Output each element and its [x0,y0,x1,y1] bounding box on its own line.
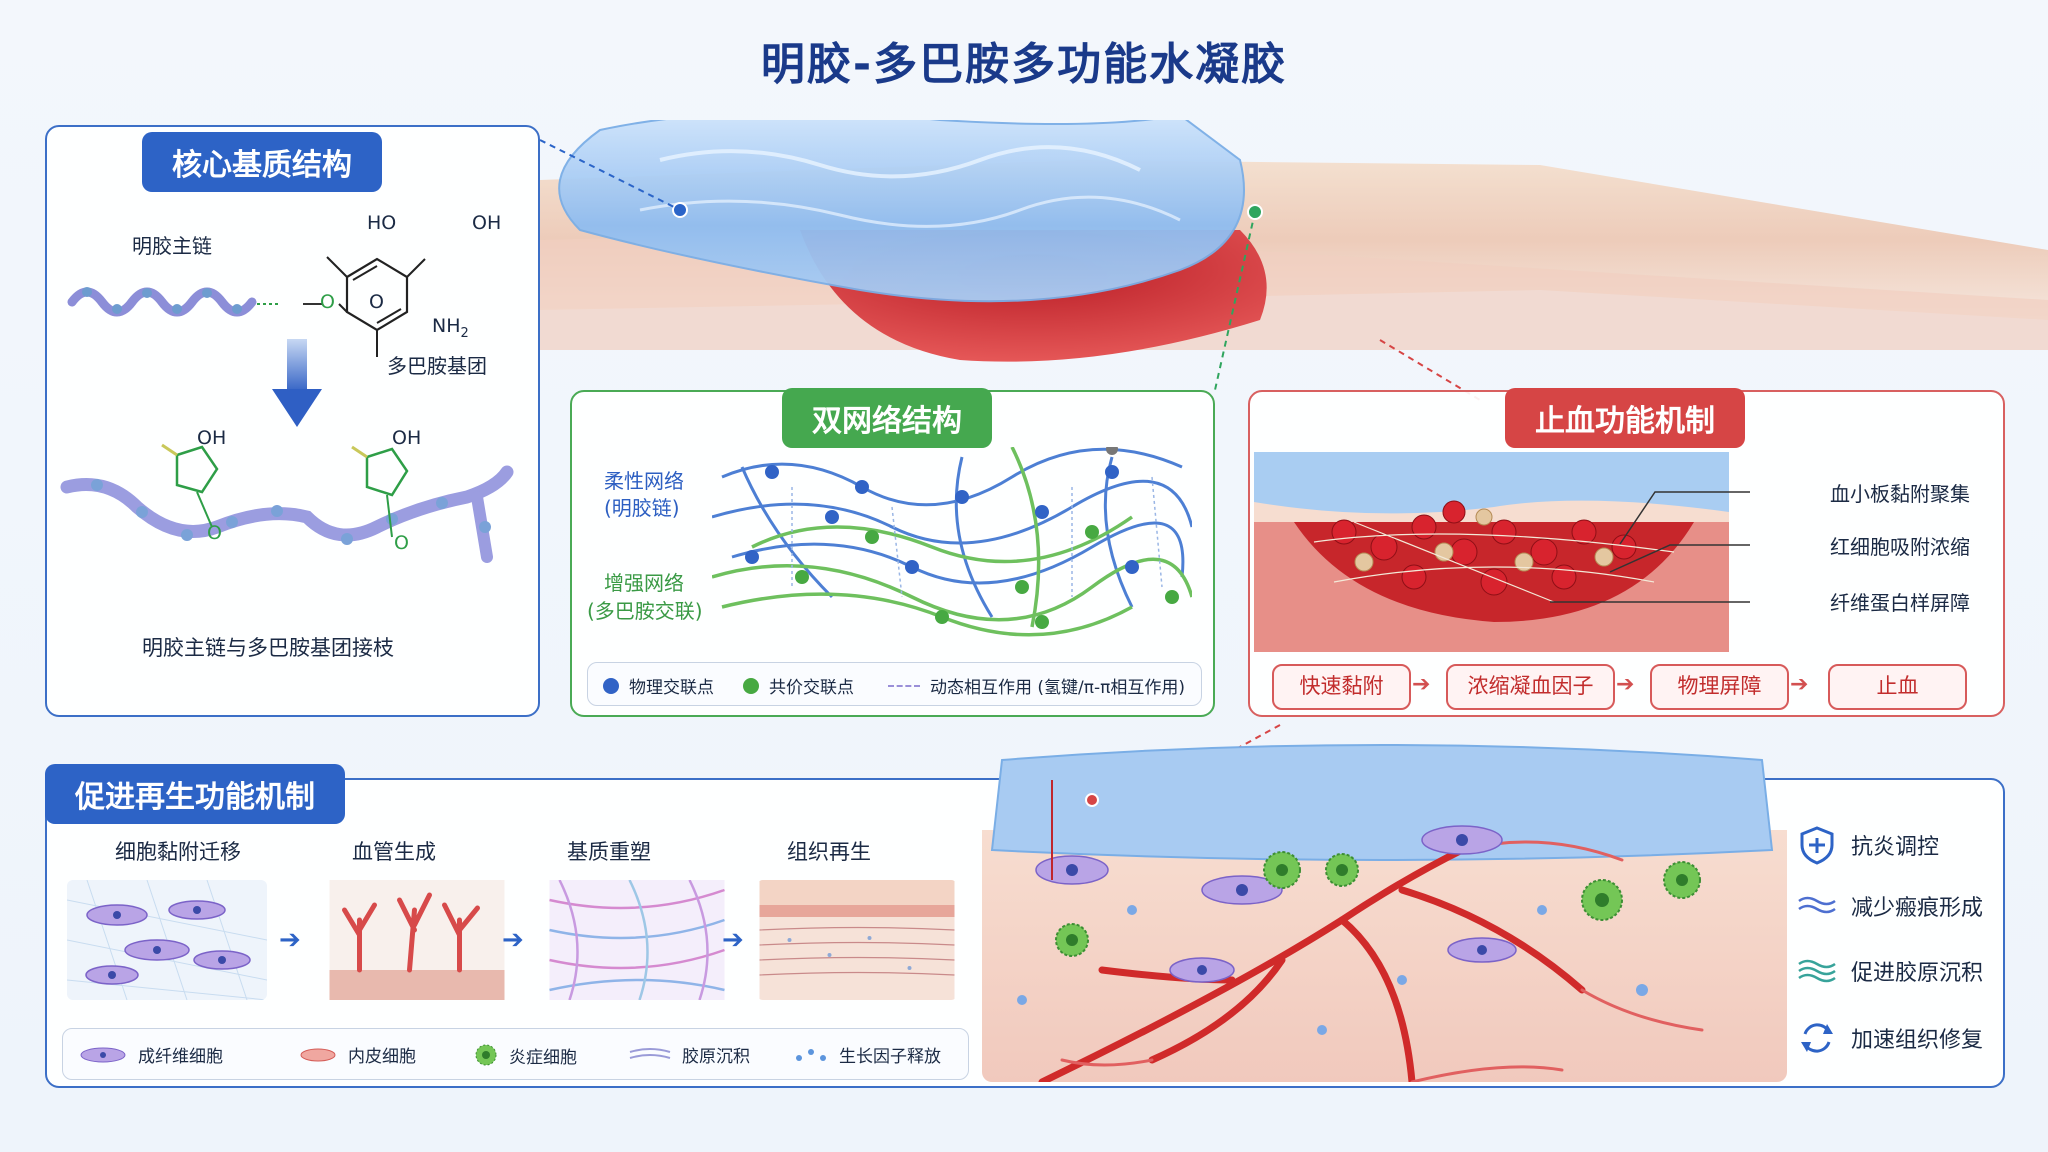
hydrogel-skin-illustration [540,120,2048,362]
legend-endothelial: 内皮细胞 [298,1042,416,1067]
angiogenesis-illustration [329,880,505,1000]
o-b-text: O [394,532,409,554]
core-structure-header: 核心基质结构 [142,132,382,192]
legend-inflammatory: 炎症细胞 [473,1042,577,1068]
arrow-icon: ➔ [502,925,524,955]
arrow-icon: ➔ [722,925,744,955]
physical-crosslink-icon [603,677,619,694]
regeneration-tissue-illustration [982,744,1787,1082]
grafted-chain-illustration [60,443,514,563]
cell-legend: 成纤维细胞 内皮细胞 炎症细胞 胶原沉积 生长因子释放 [62,1028,969,1080]
legend-fibroblast: 成纤维细胞 [78,1042,223,1067]
core-structure-panel: 核心基质结构 明胶主链 多巴胺基团 HO OH NH2 O O [45,125,540,717]
migration-illustration [67,880,267,1000]
stage-label-angiogenesis: 血管生成 [352,840,436,864]
function-reduce-scar: 减少瘢痕形成 [1797,890,1983,922]
ether-o-1: O [320,291,335,313]
stage-label-regeneration: 组织再生 [787,840,871,864]
collagen-fiber-icon [1798,959,1836,983]
hemostasis-illustration [1254,452,1729,652]
page-title: 明胶-多巴胺多功能水凝胶 [760,39,1288,90]
legend-growth-factor: 生长因子释放 [793,1042,941,1067]
arrow-icon: ➔ [279,925,301,955]
o-a-text: O [207,522,222,544]
flexible-network-label: 柔性网络 [604,469,684,493]
shield-icon [1800,826,1834,865]
reinforced-network-sub: (多巴胺交联) [587,599,703,623]
wave-icon [1798,896,1836,914]
flexible-network-sub: (明胶链) [604,496,680,520]
ether-o-2: O [369,291,384,313]
function-collagen: 促进胶原沉积 [1797,955,1983,987]
gelatin-dopamine-molecule [67,256,426,357]
hemostasis-panel: 止血功能机制 血小板黏附聚集 红细胞吸附浓缩 纤维蛋白样屏障 快速黏附 ➔ 浓缩… [1248,388,2005,717]
annotation-leaders [1550,491,1750,603]
network-legend: 物理交联点 共价交联点 动态相互作用 (氢键/π-π相互作用) [587,662,1202,706]
covalent-crosslink-icon [743,677,759,694]
legend-dynamic: 动态相互作用 (氢键/π-π相互作用) [888,673,1185,698]
oh-a-text: OH [197,427,227,449]
endothelial-icon [300,1048,336,1061]
stage-label-remodeling: 基质重塑 [567,840,651,864]
legend-covalent: 共价交联点 [743,673,854,698]
ho-left-text: HO [367,212,397,234]
function-accelerate-repair: 加速组织修复 [1797,1018,1983,1058]
regeneration-panel: 促进再生功能机制 细胞黏附迁移 血管生成 基质重塑 组织再生 ➔ ➔ ➔ [45,744,2005,1088]
network-illustration [712,447,1192,637]
double-network-panel: 双网络结构 柔性网络 (明胶链) 增强网络 (多巴胺交联) [570,388,1215,717]
arrow-icon: ➔ [1412,672,1431,697]
step-rapid-adhesion: 快速黏附 [1272,664,1411,710]
step-concentrate-factors: 浓缩凝血因子 [1446,664,1615,710]
legend-physical: 物理交联点 [603,673,714,698]
hemostasis-header: 止血功能机制 [1505,388,1745,448]
step-hemostasis: 止血 [1828,664,1967,710]
fibrin-annotation: 纤维蛋白样屏障 [1830,591,1970,615]
stage-label-migration: 细胞黏附迁移 [115,840,241,864]
remodeling-illustration [549,880,725,1000]
dashed-line-icon [888,684,920,687]
reinforced-network-label: 增强网络 [604,571,684,595]
rbc-annotation: 红细胞吸附浓缩 [1830,535,1970,559]
double-network-header: 双网络结构 [782,388,992,448]
step-physical-barrier: 物理屏障 [1650,664,1789,710]
function-anti-inflammatory: 抗炎调控 [1797,825,1939,865]
refresh-icon [1801,1023,1833,1053]
platelet-annotation: 血小板黏附聚集 [1830,482,1970,506]
arrow-icon: ➔ [1790,672,1809,697]
oh-right-text: OH [472,212,502,234]
inflammatory-cell-icon [475,1044,497,1066]
arrow-icon: ➔ [1616,672,1635,697]
nh2-text: NH2 [432,315,469,341]
regeneration-header: 促进再生功能机制 [45,764,345,824]
gelatin-label: 明胶主链 [132,234,212,258]
oh-b-text: OH [392,427,422,449]
grafting-caption: 明胶主链与多巴胺基团接枝 [142,636,394,660]
tissue-regeneration-illustration [759,880,955,1000]
collagen-icon [629,1047,671,1059]
growth-factor-icon [796,1048,826,1061]
fibroblast-icon [80,1047,126,1062]
dopamine-label: 多巴胺基团 [387,354,487,378]
legend-collagen: 胶原沉积 [628,1042,750,1067]
down-arrow-icon [272,339,322,427]
